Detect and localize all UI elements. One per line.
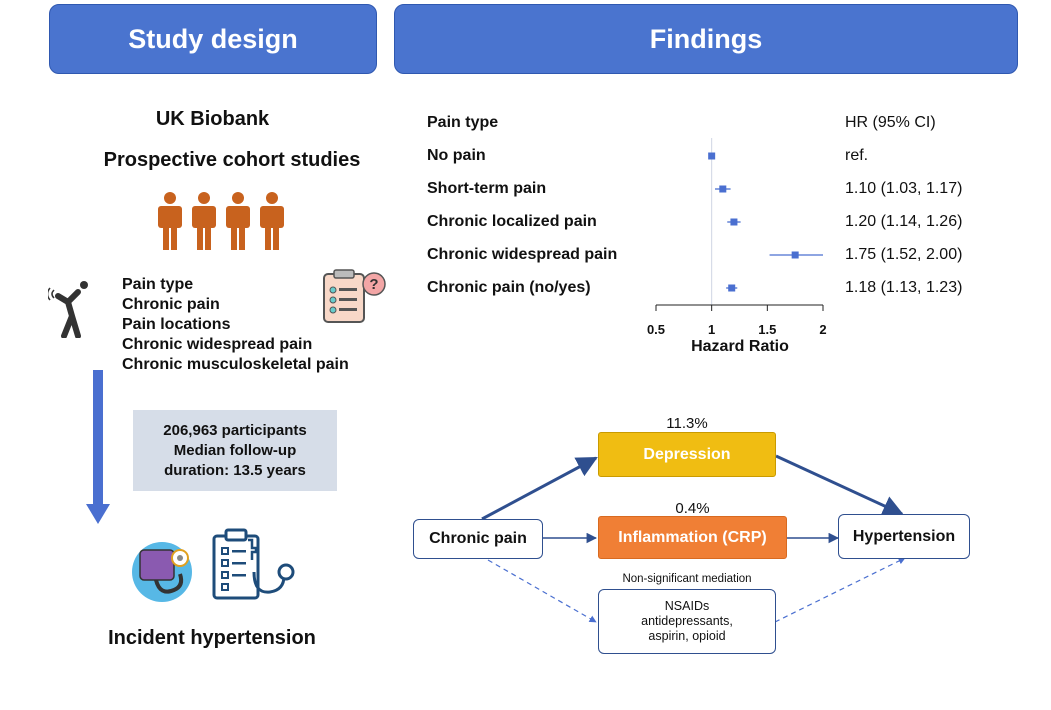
person-icon xyxy=(260,192,284,250)
x-tick-label: 0.5 xyxy=(647,322,665,337)
study-design-header: Study design xyxy=(49,4,377,74)
exposure-item: Chronic pain xyxy=(122,296,220,313)
study-design-title: Study design xyxy=(128,23,298,54)
findings-header: Findings xyxy=(394,4,1018,74)
nonsig-item: antidepressants, xyxy=(641,614,733,628)
forest-xlabel: Hazard Ratio xyxy=(691,338,789,355)
nonsig-item: aspirin, opioid xyxy=(648,629,726,643)
x-tick-label: 1 xyxy=(708,322,715,337)
point-estimate xyxy=(708,152,716,160)
x-tick-label: 2 xyxy=(819,322,826,337)
forest-row-label: Chronic localized pain xyxy=(427,213,597,230)
x-tick-label: 1.5 xyxy=(758,322,776,337)
clipboard-questionnaire-icon: ? xyxy=(320,268,390,326)
depression-node: Depression xyxy=(598,432,776,477)
person-icon xyxy=(158,192,182,250)
blood-pressure-monitor-icon xyxy=(130,540,194,604)
forest-row-hr: 1.18 (1.13, 1.23) xyxy=(845,279,963,296)
exposure-node-label: Chronic pain xyxy=(429,530,527,547)
data-source: UK Biobank xyxy=(155,108,270,130)
forest-row-label: Chronic widespread pain xyxy=(427,246,618,263)
depression-mediation-pct: 11.3% xyxy=(666,415,708,432)
path-pain-to-nonsig xyxy=(487,559,597,623)
point-estimate xyxy=(791,251,799,259)
point-estimate xyxy=(730,218,738,226)
forest-row-label: No pain xyxy=(427,147,486,164)
participants-illustration xyxy=(154,192,289,252)
forest-col-hr: HR (95% CI) xyxy=(845,114,936,131)
exposure-item: Pain locations xyxy=(122,316,231,333)
nonsig-mediators-node: NSAIDs antidepressants, aspirin, opioid xyxy=(598,589,776,654)
inflammation-label: Inflammation (CRP) xyxy=(618,528,767,546)
path-depression-to-hypertension xyxy=(775,454,904,516)
person-icon xyxy=(226,192,250,250)
forest-row-hr: 1.10 (1.03, 1.17) xyxy=(845,180,963,197)
depression-label: Depression xyxy=(643,445,731,463)
forest-row-hr: ref. xyxy=(845,147,869,164)
exposure-item: Pain type xyxy=(122,276,194,293)
inflammation-mediation-pct: 0.4% xyxy=(675,500,710,517)
back-pain-person-icon xyxy=(48,280,98,338)
path-nonsig-to-hypertension xyxy=(774,557,906,623)
exposure-item: Chronic widespread pain xyxy=(122,336,313,353)
study-type: Prospective cohort studies xyxy=(103,149,361,171)
timeline-arrow xyxy=(84,370,112,526)
cohort-summary-box: 206,963 participants Median follow-up du… xyxy=(133,410,337,491)
forest-row-label: Chronic pain (no/yes) xyxy=(427,279,591,296)
nonsig-caption: Non-significant mediation xyxy=(622,573,752,585)
findings-title: Findings xyxy=(649,23,763,54)
nonsig-item: NSAIDs xyxy=(664,599,710,613)
point-estimate xyxy=(728,284,736,292)
forest-row-hr: 1.20 (1.14, 1.26) xyxy=(845,213,963,230)
inflammation-node: Inflammation (CRP) xyxy=(598,516,787,559)
forest-row-hr: 1.75 (1.52, 2.00) xyxy=(845,246,963,263)
exposure-node: Chronic pain xyxy=(413,519,543,559)
forest-col-label: Pain type xyxy=(427,114,499,131)
follow-up-duration: duration: 13.5 years xyxy=(164,461,306,479)
outcome-label: Incident hypertension xyxy=(108,627,316,649)
medical-record-stethoscope-icon xyxy=(212,528,298,602)
forest-row-label: Short-term pain xyxy=(427,180,547,197)
svg-text:?: ? xyxy=(369,276,378,293)
outcome-node-label: Hypertension xyxy=(852,527,956,545)
participants-count: 206,963 participants xyxy=(163,421,307,439)
outcome-node: Hypertension xyxy=(838,514,970,559)
exposure-item: Chronic musculoskeletal pain xyxy=(122,356,349,373)
follow-up-label: Median follow-up xyxy=(173,441,297,459)
person-icon xyxy=(192,192,216,250)
path-pain-to-depression xyxy=(481,456,598,521)
point-estimate xyxy=(719,185,727,193)
exposure-list: Pain type Chronic pain Pain locations Ch… xyxy=(122,275,349,375)
